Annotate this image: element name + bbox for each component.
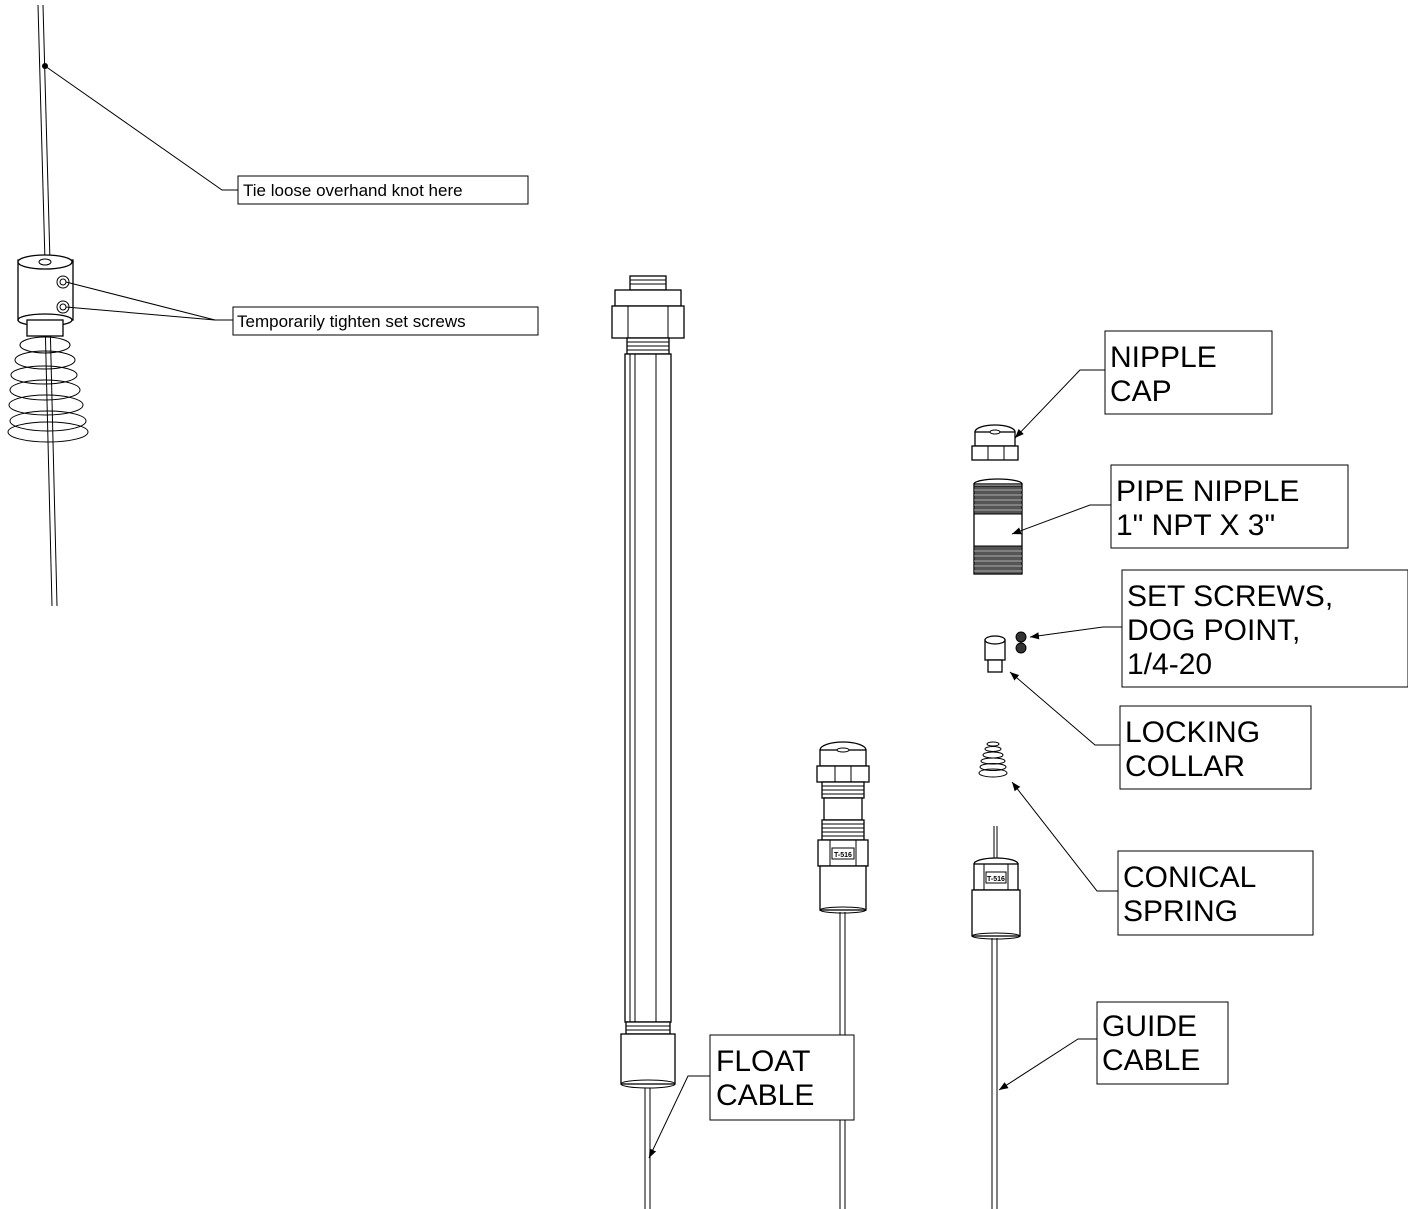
callout-locking-collar: LOCKING COLLAR [1009,671,1312,790]
guide-cable-line2: CABLE [1102,1044,1200,1077]
float-pipe-assembly [611,275,685,1209]
locking-collar-line1: LOCKING [1125,716,1260,749]
conical-spring-line1: CONICAL [1123,861,1256,894]
callout-conical-spring: CONICAL SPRING [1011,781,1314,936]
nipple-cap-part [971,424,1019,461]
nipple-cap-line1: NIPPLE [1110,341,1217,374]
set-screws-line3: 1/4-20 [1127,648,1212,681]
float-cable-line2: CABLE [716,1079,814,1112]
adapter-mark-right: T-516 [987,876,1005,883]
float-cable-line1: FLOAT [716,1045,810,1078]
callout-knot-text: Tie loose overhand knot here [243,181,463,200]
locking-collar-line2: COLLAR [1125,750,1245,783]
nipple-cap-line2: CAP [1110,375,1172,408]
detail-conical-spring [7,336,89,443]
guide-cable-line1: GUIDE [1102,1010,1197,1043]
pipe-nipple-line2: 1" NPT X 3" [1116,509,1275,542]
pipe-nipple-part [973,478,1023,575]
set-screws-line2: DOG POINT, [1127,614,1300,647]
set-screws-line1: SET SCREWS, [1127,580,1333,613]
locking-collar-part [984,635,1006,673]
pipe-nipple-line1: PIPE NIPPLE [1116,475,1299,508]
callout-tighten: Temporarily tighten set screws [65,281,539,336]
detail-locking-collar [17,254,74,337]
callout-pipe-nipple: PIPE NIPPLE 1" NPT X 3" [1011,464,1349,549]
middle-assembly: T-516 [816,741,870,1209]
adapter-mark-middle: T-516 [834,852,852,859]
guide-cable-assembly: T-516 [971,826,1021,1209]
callout-guide-cable: GUIDE CABLE [998,1001,1229,1091]
callout-tighten-text: Temporarily tighten set screws [237,312,466,331]
set-screw-icon [1015,631,1027,643]
conical-spring-line2: SPRING [1123,895,1238,928]
callout-float-cable: FLOAT CABLE [648,1034,855,1159]
set-screw-icon [1015,642,1027,654]
callout-set-screws: SET SCREWS, DOG POINT, 1/4-20 [1029,569,1408,688]
set-screws-part [1015,631,1027,654]
callout-knot: Tie loose overhand knot here [44,65,529,205]
conical-spring-part [978,741,1008,778]
callout-nipple-cap: NIPPLE CAP [1014,330,1273,439]
